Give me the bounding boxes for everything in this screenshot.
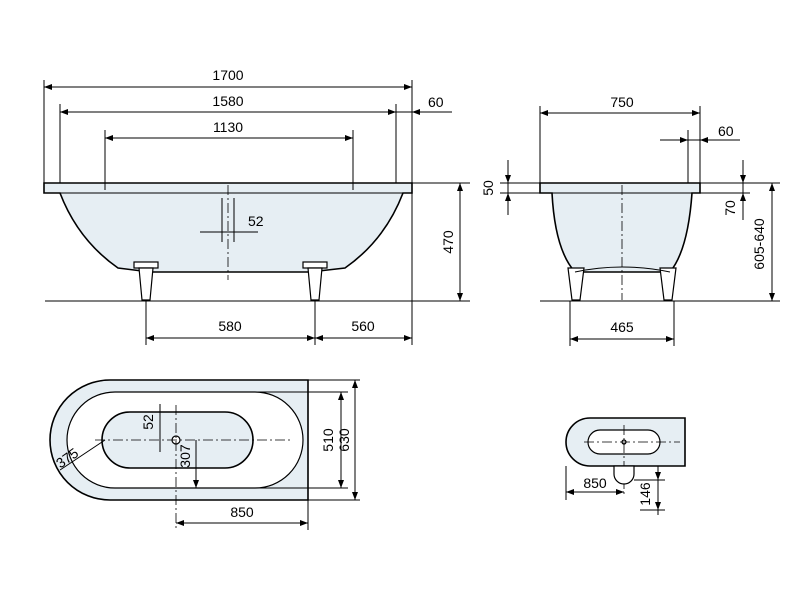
small-plan-view: 850 146 [565, 417, 686, 515]
small-plan-overflow [613, 465, 635, 485]
side-rim-offset: 60 [718, 123, 734, 139]
side-rim-thickness: 50 [480, 180, 496, 196]
plan-drain-to-end: 850 [230, 504, 254, 520]
front-foot-to-end: 560 [351, 318, 375, 334]
side-width: 750 [610, 94, 634, 110]
small-plan-overflow-offset: 146 [637, 482, 653, 506]
small-plan-drain-to-end: 850 [583, 475, 607, 491]
side-foot-spacing: 465 [610, 319, 634, 335]
front-foot-to-foot: 580 [218, 318, 242, 334]
side-tub-body [539, 182, 701, 273]
side-feet [567, 266, 677, 301]
front-inner-length: 1580 [212, 93, 243, 109]
plan-drain-offset: 307 [177, 444, 193, 468]
front-drain-diameter: 52 [248, 213, 264, 229]
plan-outer-width: 630 [336, 428, 352, 452]
side-view: 750 60 50 70 605-640 465 [480, 94, 780, 346]
plan-view: 375 52 307 510 630 850 [49, 379, 360, 530]
front-view: 1700 1580 60 1130 52 470 580 560 [43, 67, 470, 345]
front-rim-offset: 60 [428, 94, 444, 110]
front-bottom-length: 1130 [213, 119, 243, 135]
plan-drain-diameter: 52 [140, 414, 156, 430]
front-foot-right [302, 261, 328, 301]
front-overall-length: 1700 [212, 67, 243, 83]
plan-inner-width: 510 [320, 428, 336, 452]
front-height: 470 [440, 230, 456, 254]
plan-radius-line [59, 439, 106, 471]
front-foot-left [133, 261, 159, 301]
side-rim-depth: 70 [722, 200, 738, 216]
side-height-range: 605-640 [751, 218, 767, 270]
